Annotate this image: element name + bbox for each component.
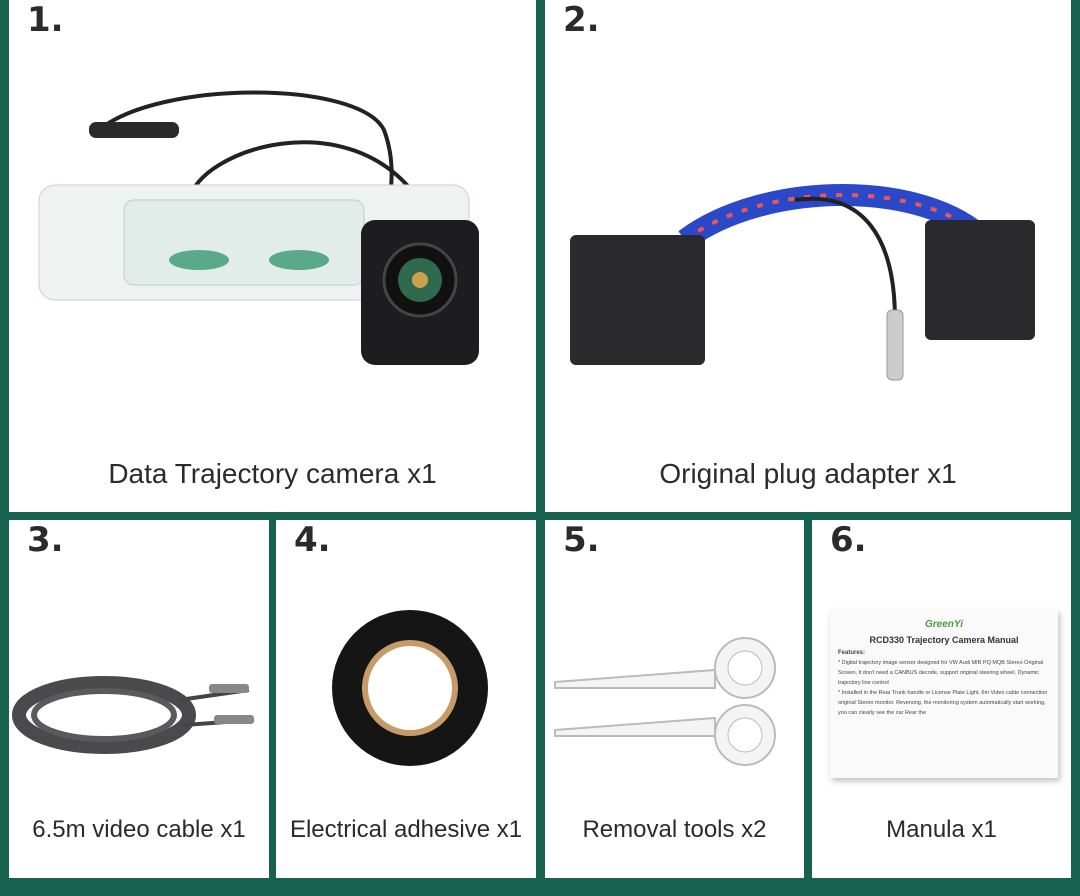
item-caption: Data Trajectory camera x1 bbox=[108, 458, 437, 489]
item-caption: Removal tools x2 bbox=[582, 816, 767, 843]
item-caption: Electrical adhesive x1 bbox=[289, 816, 523, 843]
item-manual: 6. GreenYi RCD330 Trajectory Camera Manu… bbox=[812, 520, 1071, 878]
item-video-cable: 3. 6.5m video cable x1 bbox=[9, 520, 269, 878]
item-plug-adapter: 2. Original plug adapter x1 bbox=[545, 0, 1071, 512]
manual-image: GreenYi RCD330 Trajectory Camera Manual … bbox=[830, 610, 1058, 778]
manual-line: * Digital trajectory image sensor design… bbox=[838, 660, 1044, 686]
tape-roll-image bbox=[332, 610, 488, 766]
item-number: 5. bbox=[563, 520, 600, 560]
item-adhesive-tape: 4. Electrical adhesive x1 bbox=[276, 520, 536, 878]
item-number: 1. bbox=[27, 0, 64, 40]
camera-image bbox=[38, 90, 479, 365]
item-number: 4. bbox=[294, 520, 331, 560]
manual-features-label: Features: bbox=[838, 650, 866, 656]
plug-adapter-image bbox=[570, 184, 1035, 381]
item-caption: Manula x1 bbox=[886, 816, 997, 843]
video-cable-image bbox=[12, 676, 255, 754]
item-removal-tools: 5. Removal tools x2 bbox=[545, 520, 804, 878]
manual-line: * Installed in the Rear Trunk handle or … bbox=[838, 690, 1048, 716]
manual-brand: GreenYi bbox=[925, 619, 963, 630]
removal-tools-image bbox=[554, 637, 776, 766]
item-number: 2. bbox=[563, 0, 600, 40]
manual-title: RCD330 Trajectory Camera Manual bbox=[869, 635, 1019, 645]
item-camera: 1. Data Trajectory camera x1 bbox=[9, 0, 536, 512]
item-number: 6. bbox=[830, 520, 867, 560]
item-caption: Original plug adapter x1 bbox=[659, 458, 957, 489]
item-caption: 6.5m video cable x1 bbox=[32, 816, 246, 843]
item-number: 3. bbox=[27, 520, 64, 560]
